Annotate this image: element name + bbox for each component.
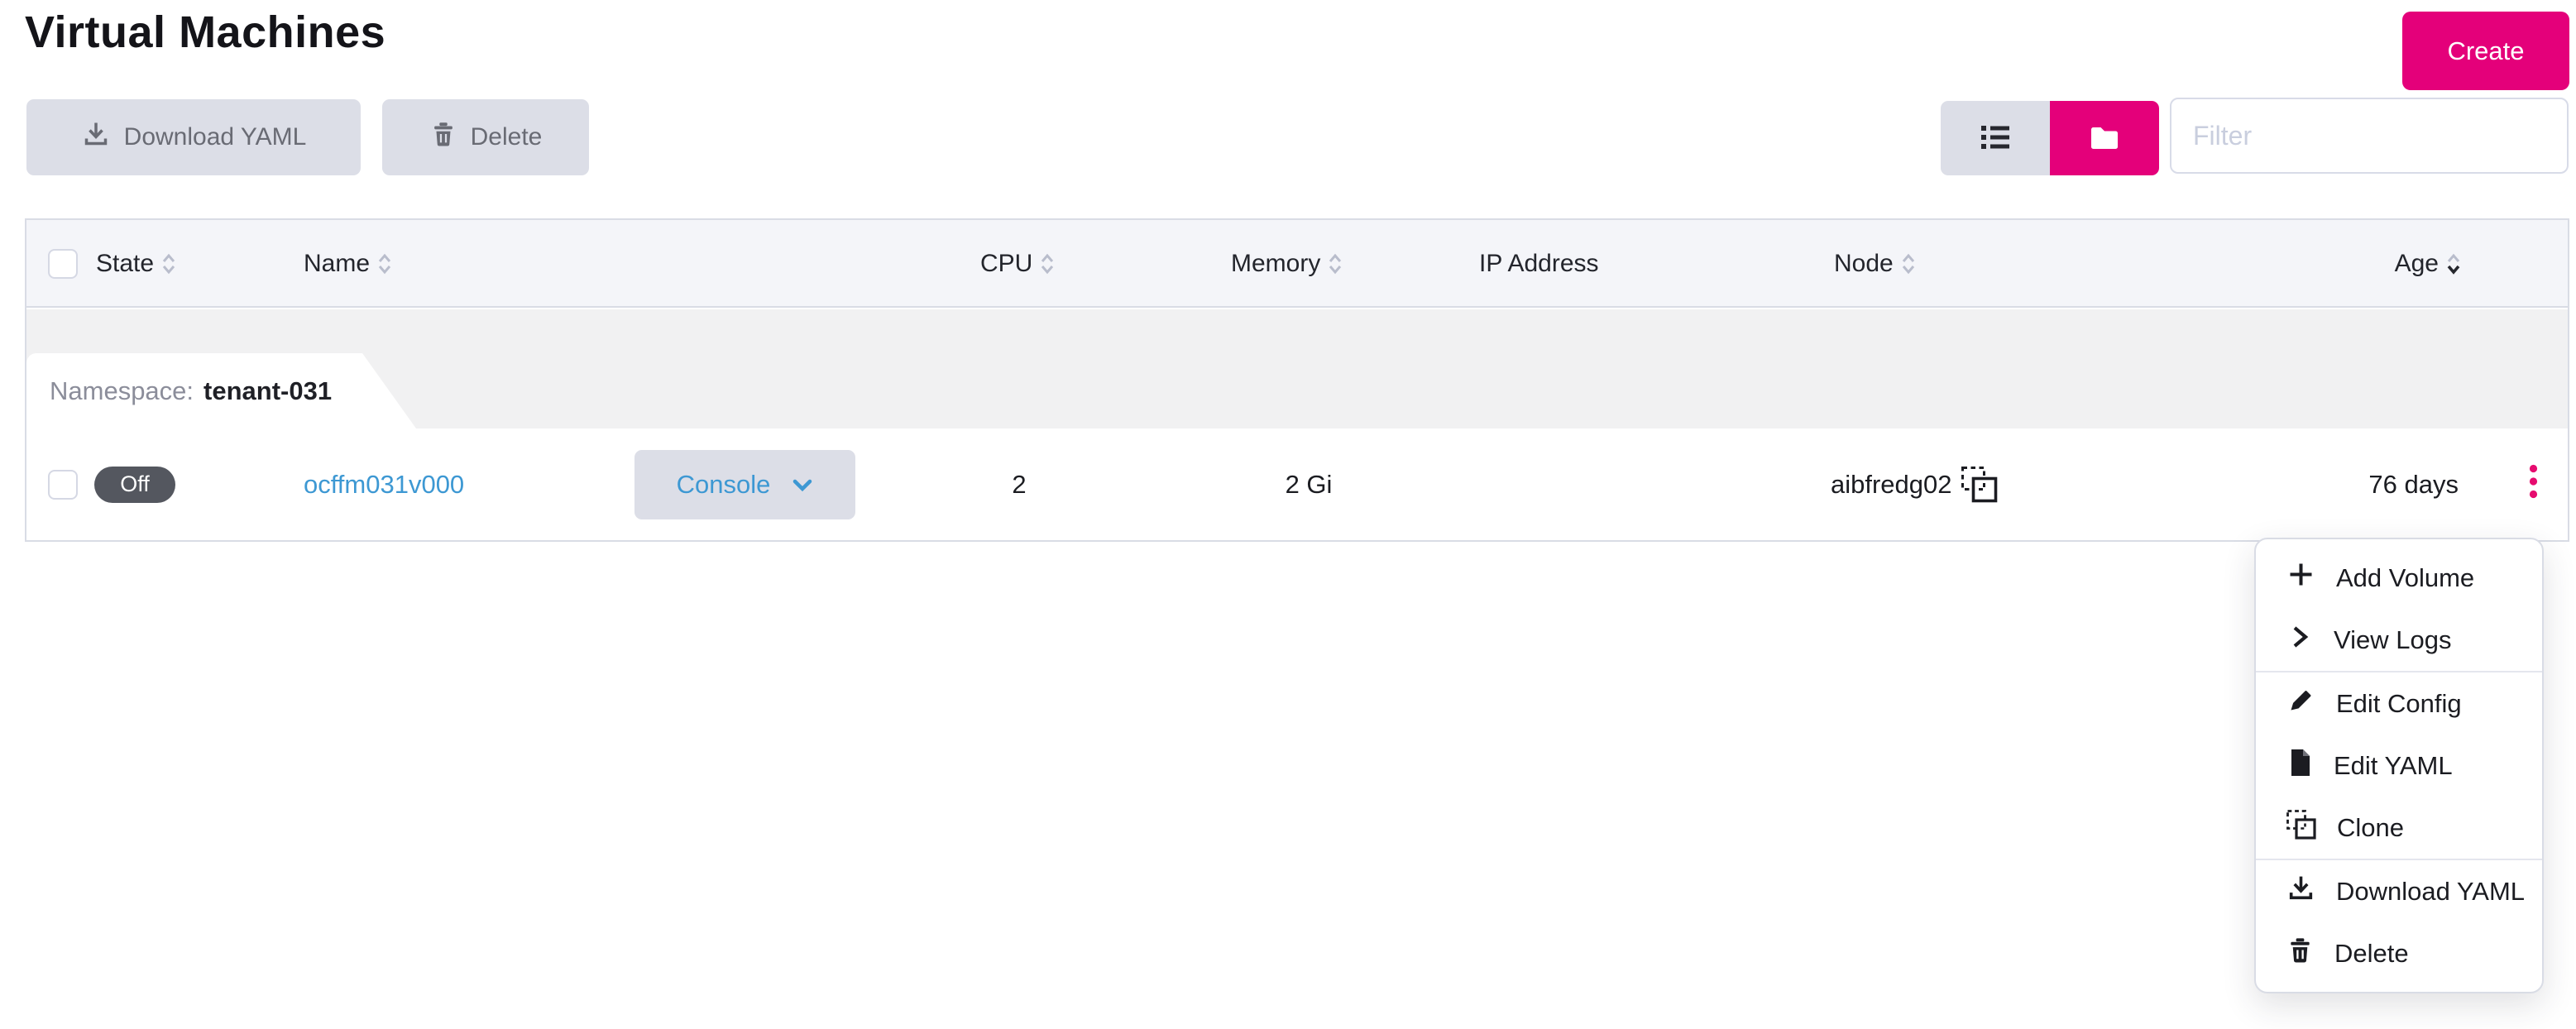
menu-item-label: Clone	[2337, 812, 2404, 842]
console-label: Console	[676, 469, 771, 499]
header-ip-label: IP Address	[1479, 250, 1599, 277]
table-row: Off ocffm031v000 Console 2 2 Gi aibfredg…	[26, 428, 2568, 540]
vm-name-link[interactable]: ocffm031v000	[304, 469, 465, 499]
menu-item-label: Add Volume	[2336, 562, 2475, 592]
header-memory-label: Memory	[1231, 250, 1321, 277]
row-memory-cell: 2 Gi	[1285, 469, 1333, 499]
menu-divider	[2256, 859, 2542, 860]
header-cpu[interactable]: CPU	[980, 220, 1056, 308]
menu-divider	[2256, 671, 2542, 672]
row-age-cell: 76 days	[2368, 469, 2459, 499]
trash-icon	[2286, 936, 2315, 971]
row-console-cell: Console	[634, 428, 855, 540]
pencil-icon	[2286, 685, 2316, 722]
menu-item-view-logs[interactable]: View Logs	[2256, 609, 2542, 671]
header-age-label: Age	[2394, 250, 2439, 277]
menu-item-label: Edit Config	[2336, 688, 2462, 718]
menu-item-label: Edit YAML	[2334, 750, 2453, 780]
grouped-view-button[interactable]	[2050, 101, 2159, 175]
chevron-right-icon	[2286, 622, 2314, 658]
header-memory[interactable]: Memory	[1231, 220, 1343, 308]
header-ip-address: IP Address	[1479, 220, 1599, 308]
header-node-label: Node	[1834, 250, 1894, 277]
list-icon	[1979, 123, 2012, 154]
row-state-cell: Off	[94, 428, 175, 540]
header-node[interactable]: Node	[1834, 220, 1917, 308]
header-name[interactable]: Name	[304, 220, 393, 308]
sort-icon	[376, 252, 393, 275]
trash-icon	[429, 120, 457, 155]
download-yaml-label: Download YAML	[123, 123, 307, 151]
console-dropdown-button[interactable]: Console	[634, 449, 855, 519]
menu-item-clone[interactable]: Clone	[2256, 797, 2542, 859]
namespace-group-row: Namespace: tenant-031	[26, 309, 2568, 428]
download-yaml-button[interactable]: Download YAML	[26, 99, 361, 175]
table-header: State Name CPU	[26, 220, 2568, 308]
namespace-tab: Namespace: tenant-031	[26, 353, 362, 428]
download-icon	[2286, 873, 2316, 910]
checkbox-icon	[48, 249, 78, 279]
row-checkbox[interactable]	[48, 428, 78, 540]
folder-icon	[2089, 124, 2120, 153]
row-node-cell: aibfredg02	[1831, 428, 1999, 540]
menu-item-add-volume[interactable]: Add Volume	[2256, 547, 2542, 609]
header-state-label: State	[96, 250, 155, 277]
menu-item-label: Download YAML	[2336, 876, 2526, 906]
delete-button-label: Delete	[470, 123, 543, 151]
namespace-label: Namespace:	[50, 376, 194, 405]
filter-input[interactable]	[2170, 98, 2569, 174]
namespace-value: tenant-031	[203, 376, 333, 405]
sort-icon	[1327, 252, 1343, 275]
sort-icon	[160, 252, 177, 275]
create-button[interactable]: Create	[2402, 12, 2569, 90]
file-icon	[2286, 747, 2314, 785]
menu-item-download-yaml[interactable]: Download YAML	[2256, 860, 2542, 922]
header-age[interactable]: Age	[2395, 220, 2462, 308]
copy-icon[interactable]	[1961, 466, 1999, 504]
menu-item-label: Delete	[2334, 938, 2409, 968]
view-toggle	[1941, 101, 2159, 175]
header-state[interactable]: State	[96, 220, 177, 308]
menu-item-edit-config[interactable]: Edit Config	[2256, 672, 2542, 735]
sort-desc-icon	[2445, 252, 2462, 275]
list-view-button[interactable]	[1941, 101, 2050, 175]
chevron-down-icon	[792, 470, 813, 500]
row-name-cell: ocffm031v000	[304, 428, 464, 540]
row-cpu-cell: 2	[1012, 469, 1027, 499]
menu-item-delete[interactable]: Delete	[2256, 922, 2542, 984]
row-actions-menu: Add Volume View Logs Edit Config Edit YA…	[2254, 538, 2544, 993]
node-name: aibfredg02	[1831, 469, 1952, 499]
checkbox-icon	[48, 469, 78, 500]
header-cpu-label: CPU	[980, 250, 1033, 277]
sort-icon	[1039, 252, 1056, 275]
copy-icon	[2286, 809, 2317, 847]
status-badge: Off	[94, 466, 175, 503]
menu-item-edit-yaml[interactable]: Edit YAML	[2256, 735, 2542, 797]
vm-table: State Name CPU	[25, 218, 2569, 542]
row-actions-kebab-button[interactable]	[2496, 428, 2570, 540]
create-button-label: Create	[2447, 36, 2525, 65]
menu-item-label: View Logs	[2334, 625, 2452, 654]
header-name-label: Name	[304, 250, 371, 277]
download-icon	[81, 119, 111, 156]
sort-icon	[1900, 252, 1917, 275]
plus-icon	[2286, 559, 2316, 596]
select-all-checkbox[interactable]	[48, 220, 78, 308]
delete-button[interactable]: Delete	[382, 99, 589, 175]
kebab-icon	[2529, 464, 2538, 505]
page-title: Virtual Machines	[25, 7, 386, 57]
